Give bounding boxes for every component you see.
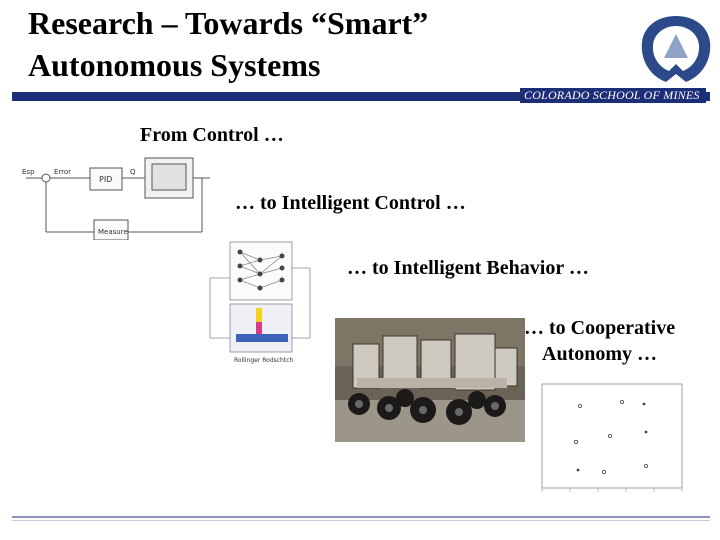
setpoint-label: Esp [22, 168, 35, 176]
footer-rule [12, 516, 710, 518]
step-intelligent-control: … to Intelligent Control … [235, 192, 466, 214]
step-intelligent-behavior: … to Intelligent Behavior … [347, 257, 589, 279]
behavior-diagram: Rollinger Rodschtch [209, 241, 311, 364]
pid-label: PID [99, 175, 112, 184]
mines-logo [641, 16, 711, 82]
error-label: Error [54, 168, 71, 176]
behavior-caption: Rollinger Rodschtch [234, 357, 294, 364]
slide-title: Research – Towards “Smart” Autonomous Sy… [28, 5, 429, 83]
footer-rule-light [12, 520, 710, 521]
step-cooperative-autonomy: … to Cooperative Autonomy … [524, 317, 676, 365]
header-bar [12, 92, 710, 101]
robots-photo [335, 318, 525, 442]
q-label: Q [130, 168, 136, 176]
step-control: From Control … [140, 124, 284, 146]
institution-label: COLORADO SCHOOL OF MINES [520, 88, 706, 103]
cooperative-scatter [541, 383, 683, 492]
control-diagram: Esp Error PID Q Measure [22, 157, 210, 240]
measure-label: Measure [98, 228, 128, 236]
